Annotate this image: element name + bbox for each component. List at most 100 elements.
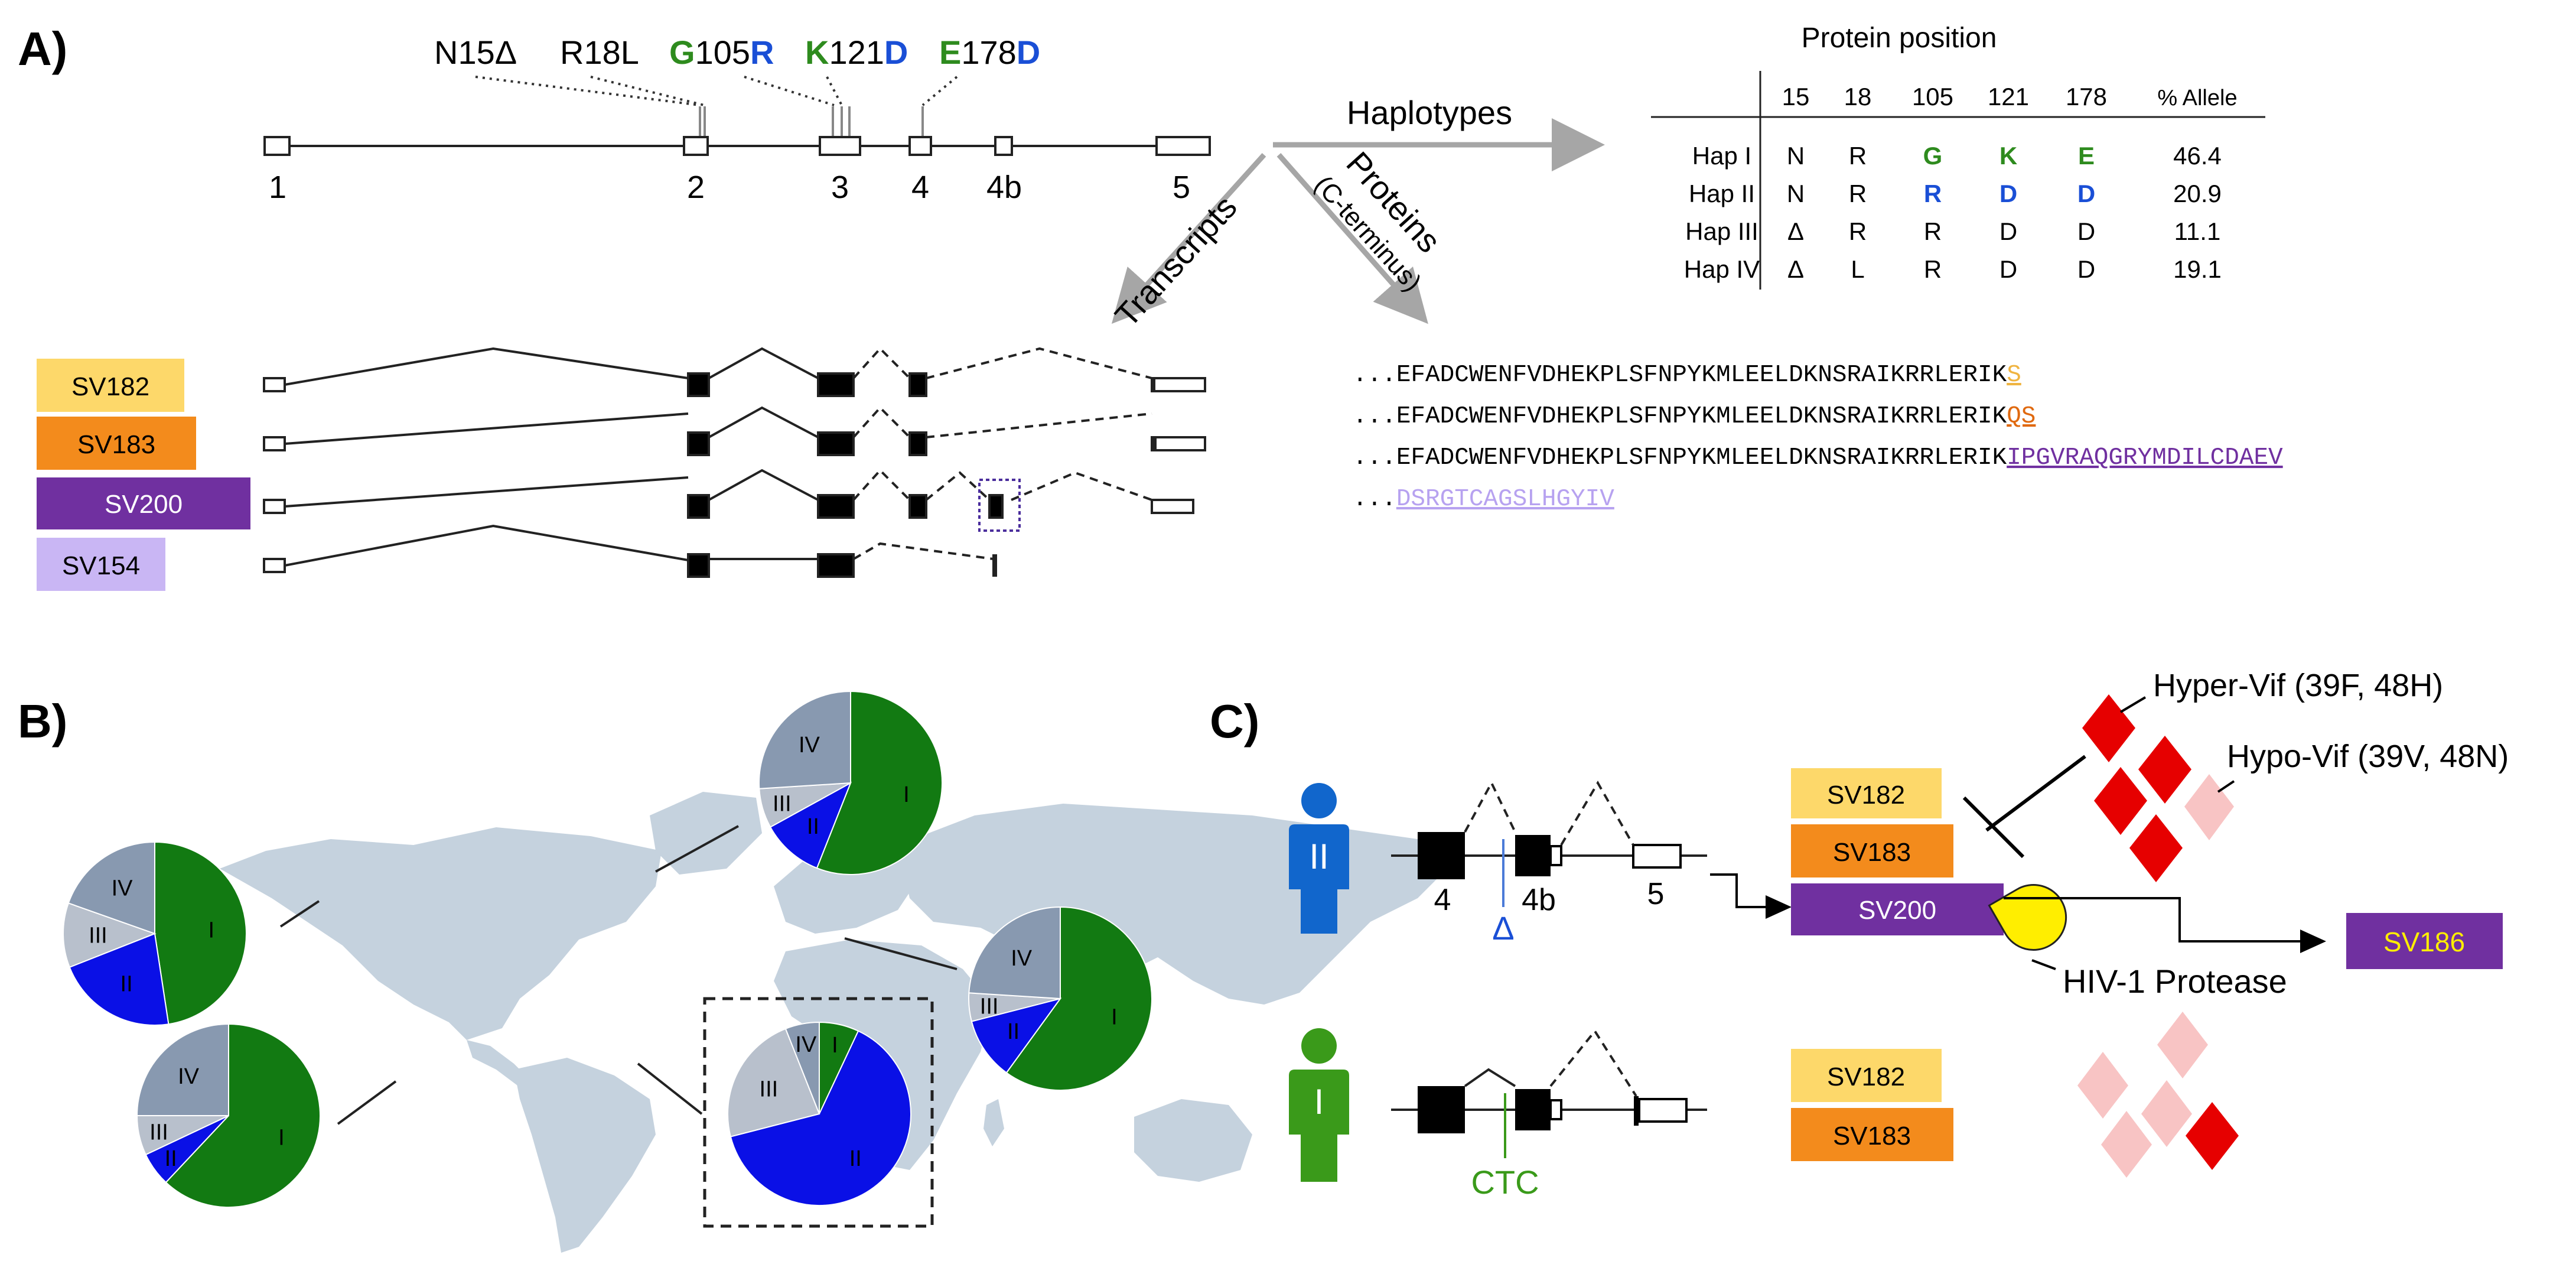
pie-slice-III [727,1028,820,1138]
panel-a-label: A) [18,22,67,75]
table-cell: 20.9 [2173,180,2222,207]
pie-slice-label: III [760,1077,779,1101]
panel-a: A) N15Δ R18L G105R K121D E178D [18,22,2283,591]
haplotypes-label: Haplotypes [1347,94,1512,131]
exon-4b-box [994,136,1013,156]
table-cell: R [1924,180,1942,207]
transcript-structures [263,347,1206,578]
c-box-sv182-bottom: SV182 [1827,1062,1905,1091]
sequence-sv200: ...EFADCWENFVDHEKPLSFNPYKMLEELDKNSRAIKRR… [1353,444,2283,472]
pie-slice-IV [136,1023,229,1116]
sequence-sv182: ...EFADCWENFVDHEKPLSFNPYKMLEELDKNSRAIKRR… [1353,362,2021,389]
exon-label-4b: 4b [986,170,1022,205]
table-cell: D [2077,180,2095,207]
map-australia [1134,1099,1252,1182]
table-cell: D [1999,255,2017,283]
pie-slice-II [69,932,170,1026]
variant-r18: R18L [560,34,639,71]
exon-3-box [819,136,861,156]
protease-icon [1988,884,2067,951]
pie-slice-I [154,841,247,1025]
variant-n15: N15Δ [434,34,517,71]
panel-b-label: B) [18,695,67,748]
pie-slice-label: III [980,994,999,1019]
panel-c-label: C) [1210,695,1259,748]
panel-c: C) II I Δ 4 4b 5 [1210,668,2509,1201]
person-hap1-icon: I [1289,1028,1349,1182]
gene-structure-hap2: Δ 4 4b 5 [1391,780,1792,947]
exon-4-box [908,136,932,156]
person-hap2-icon: II [1289,783,1349,934]
pie-slice-label: III [89,924,108,948]
hyper-vif-label: Hyper-Vif (39F, 48H) [2153,668,2443,703]
table-cell: 46.4 [2173,142,2222,170]
table-cell: R [1924,255,1942,283]
c-box-sv182: SV182 [1827,781,1905,810]
sv186-box [2346,913,2503,969]
table-header-121: 121 [1988,83,2029,110]
pie-slice-label: II [807,814,819,839]
map-north-america [220,827,662,1040]
table-cell: Δ [1787,217,1804,245]
pie-slice-label: IV [799,733,820,758]
pie-slice-label: I [1111,1005,1118,1030]
table-cell: R [1849,217,1867,245]
pie-slice-II [971,997,1062,1074]
table-header-15: 15 [1782,83,1810,110]
variant-105: G105R [669,34,774,71]
transcripts-label: Transcripts [1108,188,1244,334]
table-cell: 19.1 [2173,255,2222,283]
c-exon-5: 5 [1647,877,1665,911]
table-cell: K [1999,142,2017,170]
exon-5-box [1155,136,1211,156]
c-box-sv183: SV183 [1833,838,1911,867]
variant-labels: N15Δ R18L G105R K121D E178D [434,34,1040,71]
pie-slice-IV [784,1021,820,1114]
table-cell: R [1849,180,1867,207]
delta-label: Δ [1492,909,1514,947]
pie-slice-label: III [773,792,792,817]
protease-label: HIV-1 Protease [2063,963,2287,1000]
pie-slice-label: II [165,1146,177,1171]
pie-slice-IV [67,841,155,935]
table-cell: 11.1 [2174,217,2221,245]
hap2-label: II [1309,837,1328,876]
proteins-arrow [1276,153,1428,324]
table-title: Protein position [1802,22,1997,54]
pie-slice-IV [758,690,851,789]
pie-slice-label: IV [112,876,133,901]
transcript-label-sv154: SV154 [62,551,140,580]
exon-label-3: 3 [831,170,849,205]
map-greenland [650,792,762,875]
c-exon-4: 4 [1434,883,1451,917]
pie-slice-label: I [832,1033,838,1058]
table-cell: D [1999,180,2017,207]
transcript-label-sv183: SV183 [77,430,155,459]
table-cell: D [2077,217,2095,245]
sequence-sv183: ...EFADCWENFVDHEKPLSFNPYKMLEELDKNSRAIKRR… [1353,403,2036,430]
pie-slice-label: IV [795,1032,817,1057]
exon-1-box [263,136,291,156]
transcript-labels: SV182 SV183 SV200 SV154 [37,359,250,591]
pie-pointers [279,825,958,1125]
table-row-name: Hap II [1689,180,1755,207]
table-cell: G [1923,142,1943,170]
hap1-label: I [1314,1082,1324,1122]
variant-pointers [475,76,958,106]
transcript-label-sv182: SV182 [71,372,149,401]
pie-slice-label: II [121,971,133,996]
exon-label-4: 4 [911,170,929,205]
sequence-sv200-continued: ...DSRGTCAGSLHGYIV [1353,486,1614,513]
table-row-name: Hap IV [1684,255,1760,283]
world-map [220,792,1447,1253]
pie-slice-label: I [903,782,910,807]
table-header-178: 178 [2066,83,2107,110]
exon-label-1: 1 [269,170,286,205]
table-header-allele: % Allele [2157,86,2237,110]
pie-slice-III [63,902,157,968]
